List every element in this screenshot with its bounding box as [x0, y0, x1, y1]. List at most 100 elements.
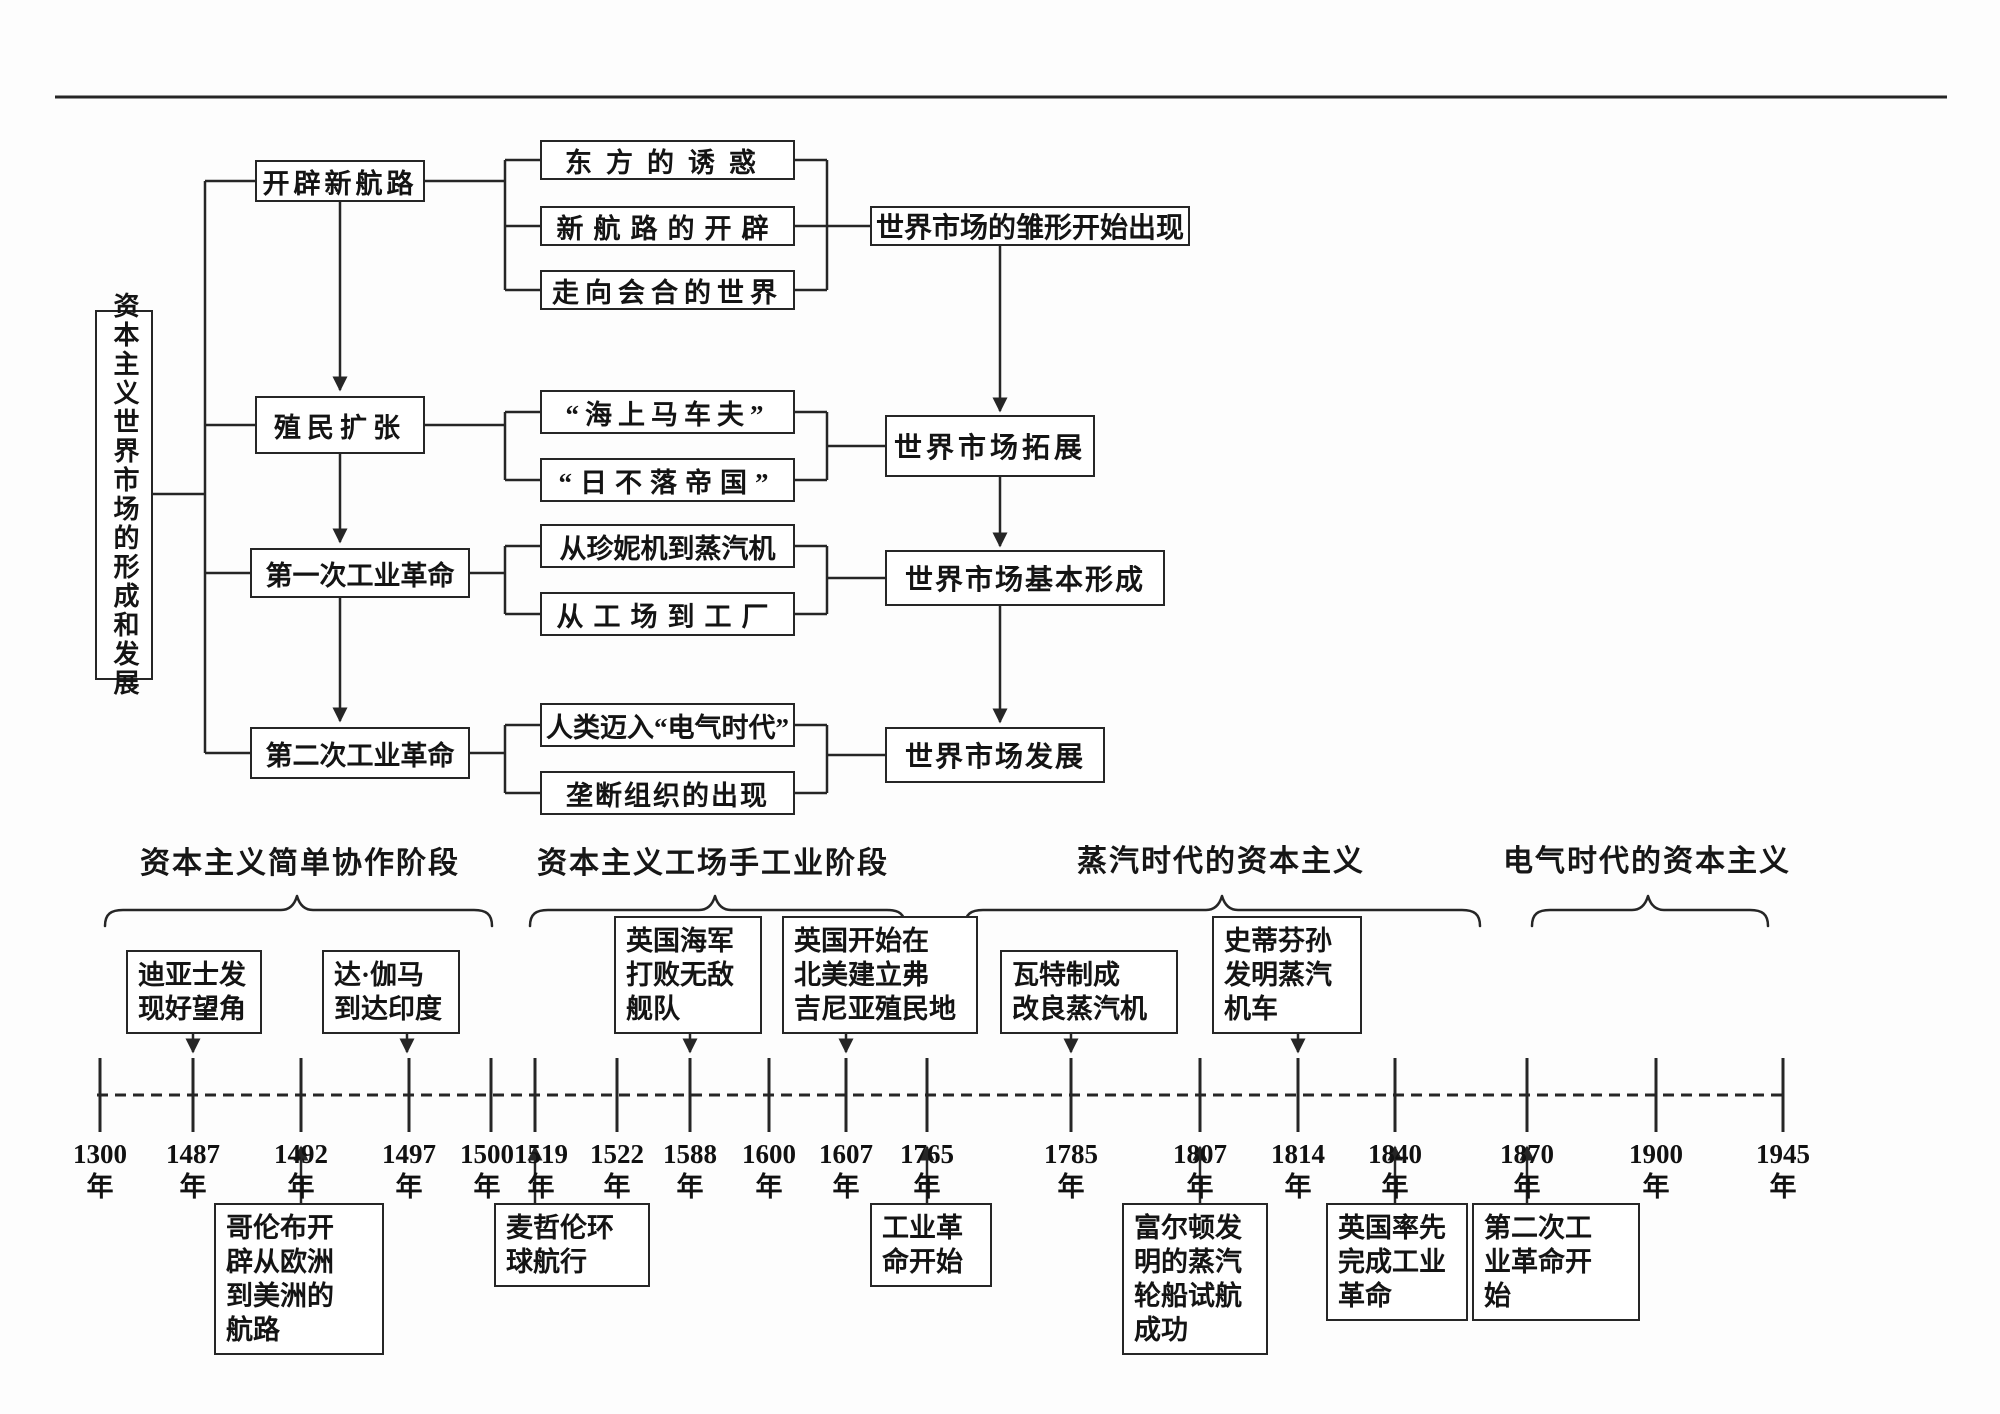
branch-colonial-expansion: 殖民扩张: [255, 396, 425, 454]
stage-braces: [103, 894, 1770, 928]
year-value: 1765: [900, 1139, 954, 1169]
year-suffix: 年: [676, 1172, 704, 1202]
stage-brace-1: [103, 894, 494, 928]
branch-second-industrial-revolution: 第二次工业革命: [250, 727, 470, 779]
flowchart-root-box: 资本主义世界市场的形成和发展: [95, 292, 153, 698]
result-world-market-basically-formed: 世界市场基本形成: [885, 550, 1165, 606]
year-suffix: 年: [913, 1172, 941, 1202]
year-1945: 1945 年: [1756, 1138, 1810, 1204]
event-da-gama-india: 达·伽马 到达印度: [322, 950, 460, 1034]
stage-label-manufactory: 资本主义工场手工业阶段: [537, 847, 889, 880]
child-eastern-temptation: 东方的诱惑: [540, 140, 795, 180]
year-1487: 1487 年: [166, 1138, 220, 1204]
event-fulton-steamboat: 富尔顿发 明的蒸汽 轮船试航 成功: [1122, 1203, 1268, 1355]
year-suffix: 年: [1381, 1172, 1409, 1202]
year-value: 1588: [663, 1139, 717, 1169]
year-1600: 1600 年: [742, 1138, 796, 1204]
year-1814: 1814 年: [1271, 1138, 1325, 1204]
result-world-market-expanded: 世界市场拓展: [885, 415, 1095, 477]
year-1900: 1900 年: [1629, 1138, 1683, 1204]
year-value: 1487: [166, 1139, 220, 1169]
branch-new-routes: 开辟新航路: [255, 160, 425, 202]
year-suffix: 年: [832, 1172, 860, 1202]
year-suffix: 年: [86, 1172, 114, 1202]
year-1607: 1607 年: [819, 1138, 873, 1204]
event-armada-defeated: 英国海军 打败无敌 舰队: [614, 916, 762, 1034]
year-value: 1492: [274, 1139, 328, 1169]
branch-first-industrial-revolution: 第一次工业革命: [250, 548, 470, 598]
year-1765: 1765 年: [900, 1138, 954, 1204]
event-magellan-circumnavigation: 麦哲伦环 球航行: [494, 1203, 650, 1287]
year-value: 1300: [73, 1139, 127, 1169]
child-workshop-to-factory: 从工场到工厂: [540, 592, 795, 636]
year-suffix: 年: [1769, 1172, 1797, 1202]
child-jenny-to-steam-engine: 从珍妮机到蒸汽机: [540, 524, 795, 568]
year-suffix: 年: [603, 1172, 631, 1202]
year-value: 1900: [1629, 1139, 1683, 1169]
year-suffix: 年: [527, 1172, 555, 1202]
year-value: 1600: [742, 1139, 796, 1169]
year-value: 1519: [514, 1139, 568, 1169]
result-world-market-developed: 世界市场发展: [885, 727, 1105, 783]
event-stephenson-locomotive: 史蒂芬孙 发明蒸汽 机车: [1212, 916, 1362, 1034]
group1-connectors: [425, 158, 870, 292]
year-1519: 1519 年: [514, 1138, 568, 1204]
tick-marks: [98, 1058, 1785, 1132]
stage-label-steam-age: 蒸汽时代的资本主义: [1077, 845, 1365, 878]
year-value: 1522: [590, 1139, 644, 1169]
stage-label-simple-cooperation: 资本主义简单协作阶段: [140, 847, 460, 880]
child-converging-world: 走向会合的世界: [540, 270, 795, 310]
event-watt-steam-engine: 瓦特制成 改良蒸汽机: [1000, 950, 1178, 1034]
event-arrows-below: [293, 1145, 1535, 1203]
child-electrical-age: 人类迈入“电气时代”: [540, 703, 795, 747]
child-opening-of-new-routes: 新航路的开辟: [540, 206, 795, 246]
year-value: 1607: [819, 1139, 873, 1169]
year-1870: 1870 年: [1500, 1138, 1554, 1204]
child-sea-coachman: “海上马车夫”: [540, 390, 795, 434]
year-value: 1807: [1173, 1139, 1227, 1169]
event-virginia-colony: 英国开始在 北美建立弗 吉尼亚殖民地: [782, 916, 978, 1034]
year-1497: 1497 年: [382, 1138, 436, 1204]
year-suffix: 年: [287, 1172, 315, 1202]
event-britain-completes-revolution: 英国率先 完成工业 革命: [1326, 1203, 1468, 1321]
event-second-revolution-begins: 第二次工 业革命开 始: [1472, 1203, 1640, 1321]
year-1492: 1492 年: [274, 1138, 328, 1204]
year-suffix: 年: [1513, 1172, 1541, 1202]
year-value: 1785: [1044, 1139, 1098, 1169]
year-suffix: 年: [1186, 1172, 1214, 1202]
stage-label-electrical-age: 电气时代的资本主义: [1503, 845, 1791, 878]
root-connector: [153, 179, 255, 755]
year-1500: 1500 年: [460, 1138, 514, 1204]
year-suffix: 年: [1057, 1172, 1085, 1202]
child-monopoly-organizations: 垄断组织的出现: [540, 771, 795, 815]
group3-connectors: [470, 544, 885, 616]
event-columbus-route: 哥伦布开 辟从欧洲 到美洲的 航路: [214, 1203, 384, 1355]
year-value: 1870: [1500, 1139, 1554, 1169]
child-empire-sun-never-sets: “日不落帝国”: [540, 458, 795, 502]
year-value: 1945: [1756, 1139, 1810, 1169]
year-1588: 1588 年: [663, 1138, 717, 1204]
year-suffix: 年: [1642, 1172, 1670, 1202]
stage-brace-3: [963, 894, 1482, 928]
year-value: 1500: [460, 1139, 514, 1169]
stage-brace-2: [528, 894, 907, 928]
year-1522: 1522 年: [590, 1138, 644, 1204]
group4-connectors: [470, 723, 885, 795]
group2-connectors: [425, 410, 885, 482]
year-1785: 1785 年: [1044, 1138, 1098, 1204]
year-value: 1840: [1368, 1139, 1422, 1169]
year-suffix: 年: [395, 1172, 423, 1202]
event-industrial-revolution-begins: 工业革 命开始: [870, 1203, 992, 1287]
result-embryo-world-market: 世界市场的雏形开始出现: [870, 206, 1190, 246]
year-suffix: 年: [1284, 1172, 1312, 1202]
event-arrows-above: [185, 1034, 1306, 1054]
year-1807: 1807 年: [1173, 1138, 1227, 1204]
year-value: 1497: [382, 1139, 436, 1169]
year-1840: 1840 年: [1368, 1138, 1422, 1204]
year-value: 1814: [1271, 1139, 1325, 1169]
year-suffix: 年: [755, 1172, 783, 1202]
year-1300: 1300 年: [73, 1138, 127, 1204]
year-suffix: 年: [179, 1172, 207, 1202]
